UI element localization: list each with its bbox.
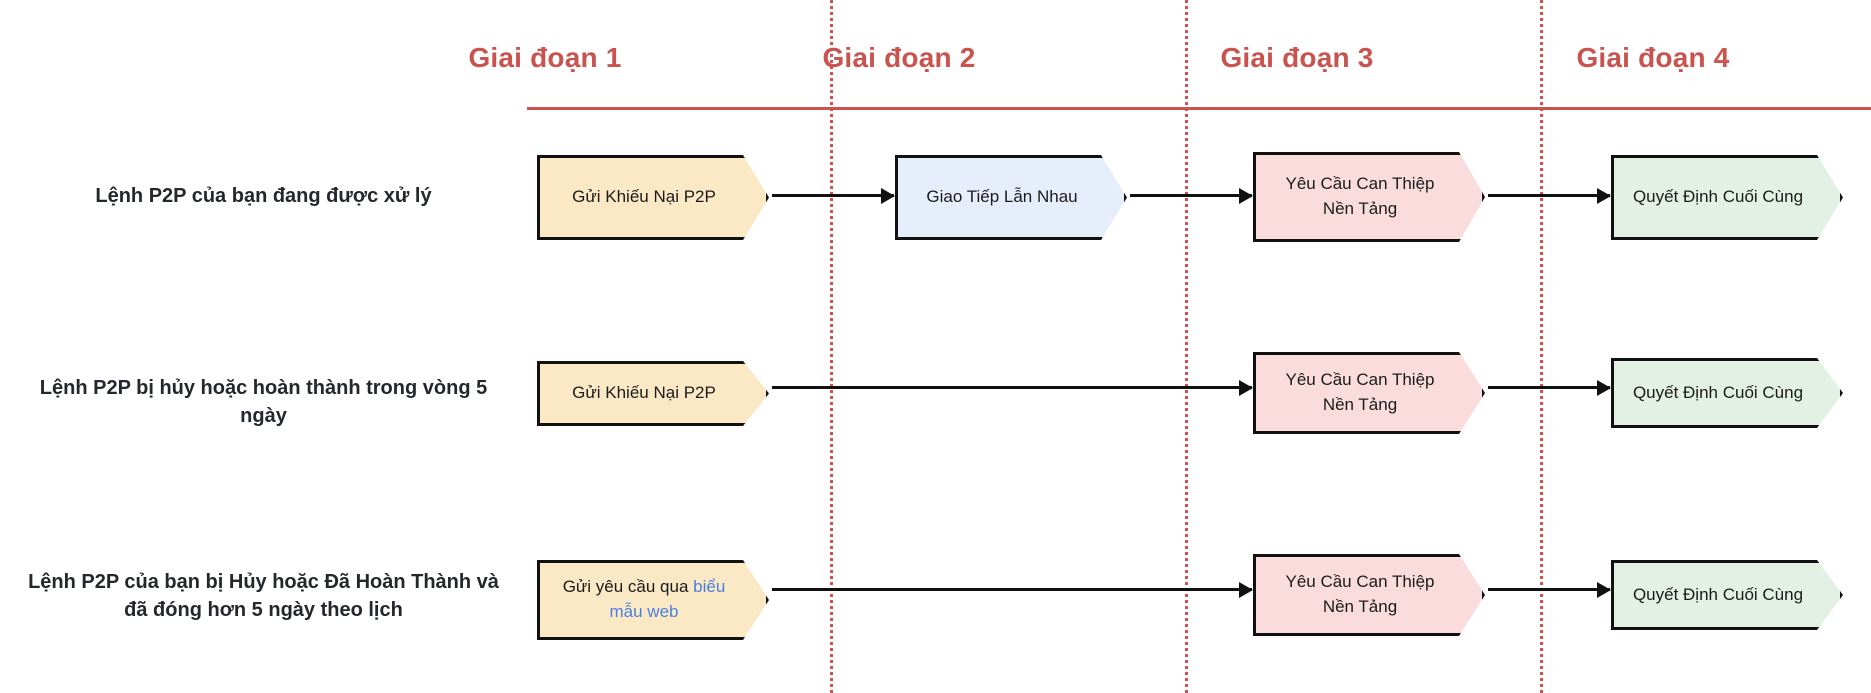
row-label-3-line1: Lệnh P2P của bạn bị Hủy hoặc Đã Hoàn Thà… [28, 571, 499, 593]
row-label-2: Lệnh P2P bị hủy hoặc hoàn thành trong vò… [39, 377, 488, 427]
row3-arrow-2 [1488, 588, 1610, 591]
row3-step1-box[interactable]: Gửi yêu cầu qua biểu mẫu web [537, 560, 769, 640]
row1-step1-text: Gửi Khiếu Nại P2P [572, 187, 716, 207]
row1-step4-text: Quyết Định Cuối Cùng [1632, 187, 1804, 207]
stage-header-4: Giai đoạn 4 [1576, 42, 1730, 73]
row-label-3-line2: đã đóng hơn 5 ngày theo lịch [124, 599, 403, 621]
row2-arrow-1 [772, 386, 1252, 389]
row-label-3: Lệnh P2P của bạn bị Hủy hoặc Đã Hoàn Thà… [0, 568, 527, 624]
web-form-link[interactable]: biểu mẫu web [609, 577, 726, 621]
row3-step1-text-plain: Gửi yêu cầu qua [562, 577, 694, 597]
row1-arrow-3 [1488, 194, 1610, 197]
row2-step3-text: Quyết Định Cuối Cùng [1632, 382, 1804, 402]
row2-arrow-2 [1488, 386, 1610, 389]
row3-step2-text: Yêu Cầu Can Thiệp Nền Tảng [1285, 572, 1435, 616]
lane-divider-3-4 [1540, 0, 1543, 693]
row1-step3-text: Yêu Cầu Can Thiệp Nền Tảng [1285, 174, 1435, 218]
row1-step3-box[interactable]: Yêu Cầu Can Thiệp Nền Tảng [1253, 152, 1485, 242]
stage-header-3: Giai đoạn 3 [1220, 42, 1374, 73]
row3-step2-box[interactable]: Yêu Cầu Can Thiệp Nền Tảng [1253, 554, 1485, 636]
header-divider-rule [527, 107, 1871, 110]
stage-header-2: Giai đoạn 2 [822, 42, 976, 73]
stage-header-1: Giai đoạn 1 [468, 42, 622, 73]
row2-step2-text: Yêu Cầu Can Thiệp Nền Tảng [1285, 370, 1435, 414]
row3-step3-box[interactable]: Quyết Định Cuối Cùng [1611, 560, 1843, 630]
row1-step1-box[interactable]: Gửi Khiếu Nại P2P [537, 155, 769, 240]
row2-step3-box[interactable]: Quyết Định Cuối Cùng [1611, 358, 1843, 428]
row2-step1-text: Gửi Khiếu Nại P2P [572, 383, 716, 403]
row2-step2-box[interactable]: Yêu Cầu Can Thiệp Nền Tảng [1253, 352, 1485, 434]
row2-step1-box[interactable]: Gửi Khiếu Nại P2P [537, 361, 769, 426]
row3-step3-text: Quyết Định Cuối Cùng [1632, 584, 1804, 604]
row1-arrow-2 [1130, 194, 1252, 197]
row1-step2-text: Giao Tiếp Lẫn Nhau [926, 187, 1078, 207]
row-label-1: Lệnh P2P của bạn đang được xử lý [95, 185, 432, 207]
row3-arrow-1 [772, 588, 1252, 591]
row1-step4-box[interactable]: Quyết Định Cuối Cùng [1611, 155, 1843, 240]
lane-divider-2-3 [1185, 0, 1188, 693]
row1-step2-box[interactable]: Giao Tiếp Lẫn Nhau [895, 155, 1127, 240]
lane-divider-1-2 [830, 0, 833, 693]
row3-step1-text: Gửi yêu cầu qua biểu mẫu web [556, 575, 732, 624]
row1-arrow-1 [772, 194, 894, 197]
